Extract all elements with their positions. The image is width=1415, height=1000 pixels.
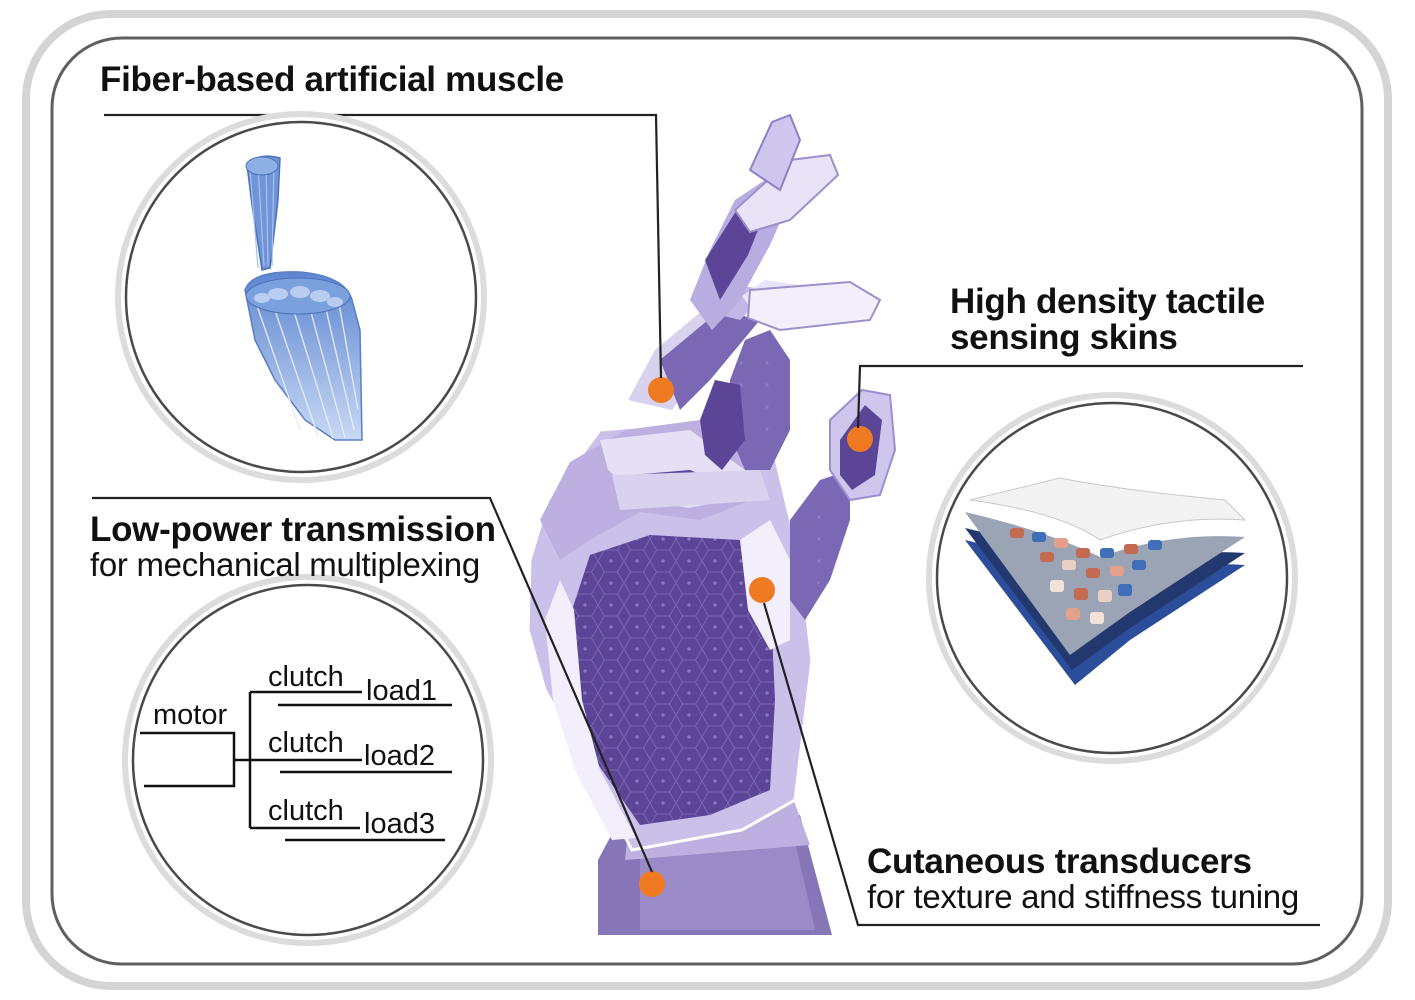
label-tactile-line2: sensing skins xyxy=(950,318,1178,357)
label-transmission-sub: for mechanical multiplexing xyxy=(90,546,480,583)
fiber-bundle xyxy=(244,155,363,441)
diagram-motor-label: motor xyxy=(153,699,228,731)
marker-muscle xyxy=(648,377,674,403)
diagram-clutch-2: clutch xyxy=(268,727,344,759)
transmission-circle-outer xyxy=(122,574,494,946)
label-tactile-line1: High density tactile xyxy=(950,282,1265,321)
knuckle-bar xyxy=(612,470,770,510)
marker-cutaneous xyxy=(749,577,775,603)
sensor-skin xyxy=(965,477,1247,685)
label-muscle-title: Fiber-based artificial muscle xyxy=(100,60,564,99)
label-cutaneous-sub: for texture and stiffness tuning xyxy=(867,878,1299,915)
robot-hand xyxy=(526,113,897,935)
leader-cutaneous xyxy=(762,602,1320,927)
diagram-load-1: load1 xyxy=(366,675,437,707)
skin-circle-outer xyxy=(926,392,1298,764)
marker-tactile xyxy=(847,426,873,452)
diagram-load-3: load3 xyxy=(364,808,435,840)
transmission-lines xyxy=(140,690,452,842)
leader-tactile xyxy=(856,364,1303,429)
diagram-load-2: load2 xyxy=(364,740,435,772)
diagram-clutch-1: clutch xyxy=(268,661,344,693)
label-cutaneous-title: Cutaneous transducers xyxy=(867,842,1252,881)
leader-transmission xyxy=(92,496,654,873)
marker-transmission xyxy=(639,871,665,897)
fiber-circle-outer xyxy=(115,111,487,483)
diagram-clutch-3: clutch xyxy=(268,795,344,827)
label-transmission-title: Low-power transmission xyxy=(90,510,496,549)
